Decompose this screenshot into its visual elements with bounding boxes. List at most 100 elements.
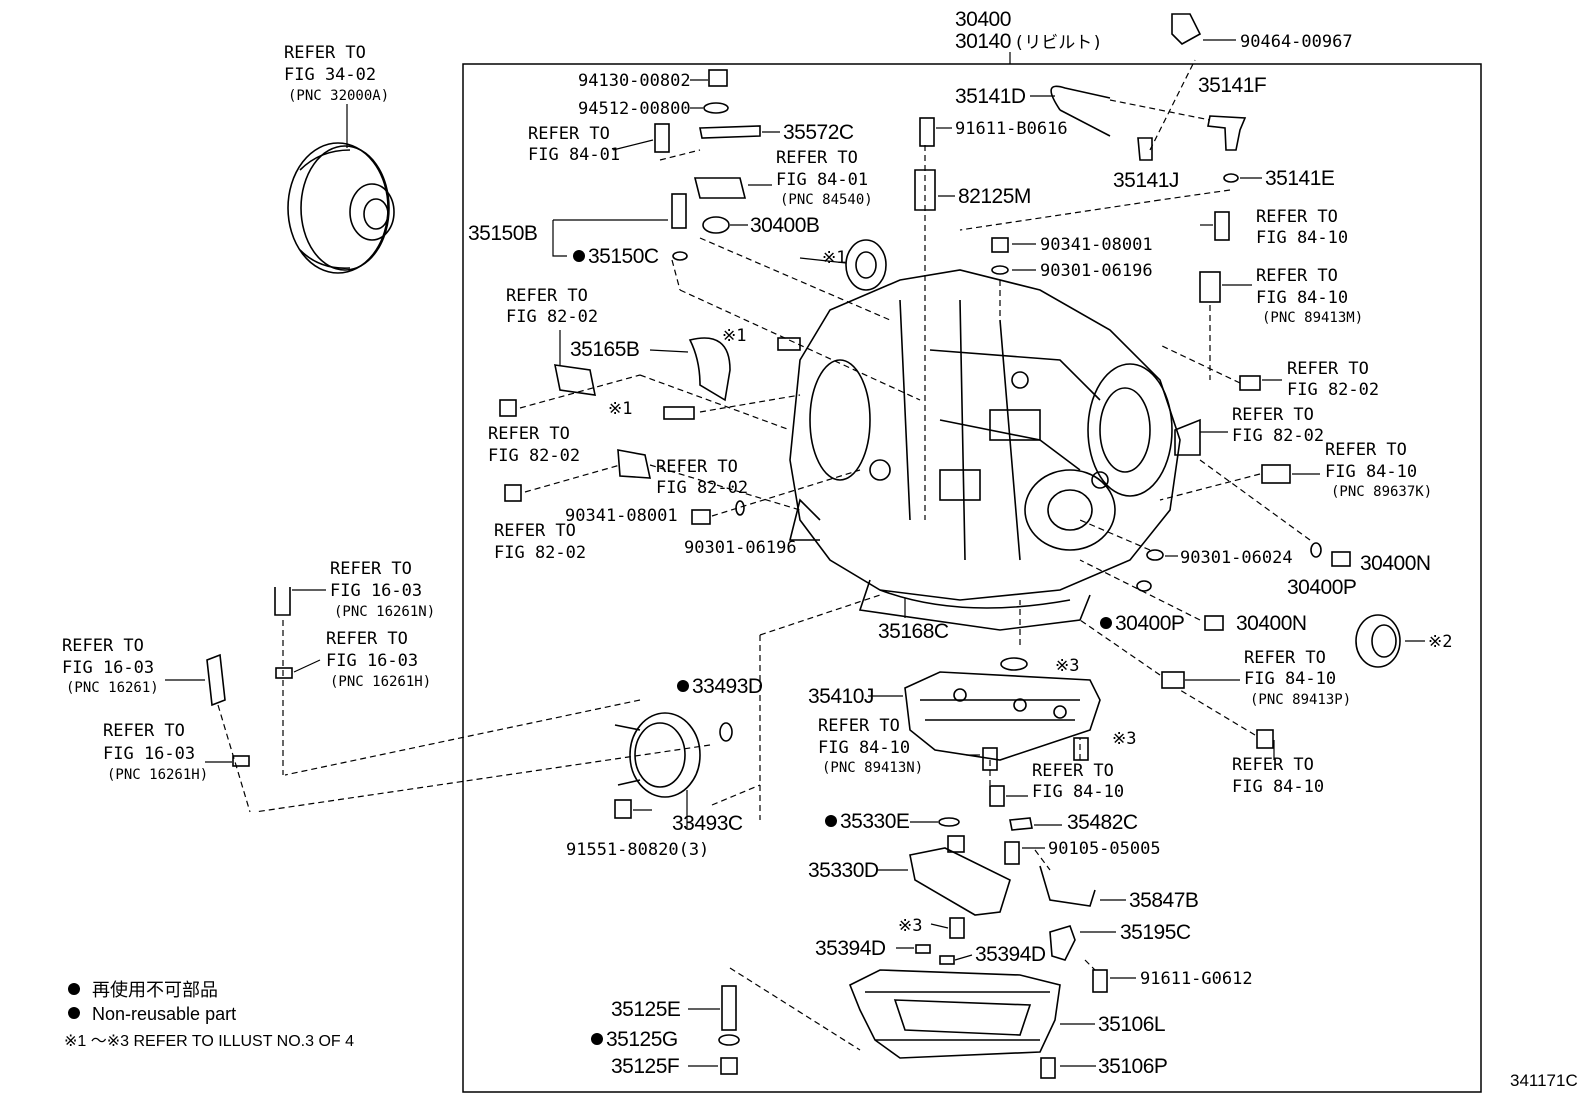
union-35141F (1207, 115, 1247, 151)
label-35125E: 35125E (611, 998, 681, 1021)
leader-lines (165, 139, 1425, 961)
magnet-35394D-1 (915, 944, 931, 954)
nonreusable-dot (1100, 617, 1112, 629)
ref-1603d-b: FIG 16-03 (103, 744, 195, 764)
main-part-30400: 30400 (955, 8, 1011, 31)
label-30400P-1: 30400P (1287, 576, 1356, 599)
bolt-90105 (1004, 841, 1020, 865)
bracket-8202a (553, 364, 597, 396)
ref-8410b-b: FIG 84-10 (1256, 288, 1348, 308)
label-90301-top: 90301-06196 (1040, 261, 1153, 281)
ref-1603b-b: FIG 16-03 (326, 651, 418, 671)
ref-8202b-b: FIG 82-02 (488, 446, 580, 466)
ref-1603d-c: (PNC 16261H) (107, 767, 208, 783)
label-35141F: 35141F (1198, 74, 1266, 97)
ref-8410d-c: (PNC 89413P) (1250, 692, 1351, 708)
seal-m2 (1355, 614, 1401, 668)
label-35394D-2: 35394D (975, 943, 1046, 966)
label-35141E: 35141E (1265, 167, 1335, 190)
ref-8202e-b: FIG 82-02 (1287, 380, 1379, 400)
nonreusable-dot (573, 250, 585, 262)
torque-converter (287, 142, 395, 274)
ref-8410e-c: (PNC 89413N) (822, 760, 923, 776)
mark-m3a: ※3 (1055, 656, 1079, 676)
sensor-bracket-84540 (693, 177, 747, 199)
label-90341-mid: 90341-08001 (565, 506, 678, 526)
clamp-16261H-1 (275, 667, 293, 679)
plug-30400N-1 (1331, 551, 1351, 567)
ref-8202a-a: REFER TO (506, 286, 588, 306)
bolt-ref-8202b (499, 399, 517, 417)
oring-90301-06024 (1146, 549, 1164, 561)
label-33493D: 33493D (692, 675, 763, 698)
label-35125G: 35125G (606, 1028, 678, 1051)
ref-tc-a: REFER TO (284, 43, 366, 63)
ref-8410d-a: REFER TO (1244, 648, 1326, 668)
bolt-ref-8410g (1256, 729, 1274, 749)
oring-33493D (719, 722, 733, 742)
hose-16261N (274, 587, 291, 616)
bolt-m3b (1073, 737, 1089, 761)
ref-8410c-b: FIG 84-10 (1325, 462, 1417, 482)
main-part-30140: 30140 (955, 30, 1011, 53)
ref-8410e-b: FIG 84-10 (818, 738, 910, 758)
label-35330E: 35330E (840, 810, 910, 833)
bolt-91611-B0616 (919, 117, 935, 147)
label-35125F: 35125F (611, 1055, 679, 1078)
ref-1603b-c: (PNC 16261H) (330, 674, 431, 690)
mark-m1c: ※1 (608, 399, 632, 419)
label-30400N-2: 30400N (1236, 612, 1307, 635)
hose-35141D (1050, 85, 1111, 137)
label-35106P: 35106P (1098, 1055, 1167, 1078)
bracket-35150B (552, 219, 668, 257)
gasket-35125G (718, 1034, 740, 1046)
label-35165B: 35165B (570, 338, 639, 361)
seal-30400B (702, 216, 730, 234)
label-35394D-1: 35394D (815, 937, 886, 960)
ref-8410g-a: REFER TO (1232, 755, 1314, 775)
legend-line1: 再使用不可部品 (92, 980, 218, 1000)
nut-94130 (708, 69, 728, 87)
assembly-lines (217, 59, 1311, 1051)
oring-35150C (672, 251, 688, 261)
bracket-8202c (617, 449, 652, 479)
ref-8202a-b: FIG 82-02 (506, 307, 598, 327)
label-35150C: 35150C (588, 245, 659, 268)
bearing-m1 (845, 239, 887, 291)
label-35482C: 35482C (1067, 811, 1138, 834)
ref-1603a-b: FIG 16-03 (330, 581, 422, 601)
plug-35150B (671, 193, 687, 229)
legend-line2: Non-reusable part (92, 1004, 236, 1024)
label-33493C: 33493C (672, 812, 743, 835)
ref-8410c-c: (PNC 89637K) (1331, 484, 1432, 500)
sensor-89637K (1261, 464, 1291, 484)
bolt-m1c (663, 406, 695, 420)
union-35141J (1137, 137, 1153, 161)
legend-line3: ※1 ～※3 REFER TO ILLUST NO.3 OF 4 (64, 1033, 354, 1050)
legend-dot-en (68, 1007, 80, 1019)
label-90301-mid: 90301-06196 (684, 538, 797, 558)
bolt-91611-G0612 (1092, 969, 1108, 993)
gasket-90301-mid (735, 500, 745, 516)
label-35141D: 35141D (955, 85, 1026, 108)
ref-8410f-b: FIG 84-10 (1032, 782, 1124, 802)
label-94512-00800: 94512-00800 (578, 99, 691, 119)
oring-30400P-1 (1310, 542, 1322, 558)
clamp-35195C (1049, 925, 1076, 961)
bracket-8202f (1174, 418, 1201, 456)
ref-tc-b: FIG 34-02 (284, 65, 376, 85)
plug-90341-top (991, 237, 1009, 253)
ref-8202b-a: REFER TO (488, 424, 570, 444)
oring-30400P-2 (1136, 580, 1152, 592)
ref-8202c-b: FIG 82-02 (656, 478, 748, 498)
oil-cooler-33493C (614, 712, 701, 798)
oring-35141E (1223, 173, 1239, 183)
ref-8410b-a: REFER TO (1256, 266, 1338, 286)
legend-dot-jp (68, 983, 80, 995)
ref-8202f-b: FIG 82-02 (1232, 426, 1324, 446)
label-91611-G0612: 91611-G0612 (1140, 969, 1253, 989)
ref-1603a-a: REFER TO (330, 559, 412, 579)
ref-8202e-a: REFER TO (1287, 359, 1369, 379)
plug-30400N-2 (1204, 615, 1224, 631)
